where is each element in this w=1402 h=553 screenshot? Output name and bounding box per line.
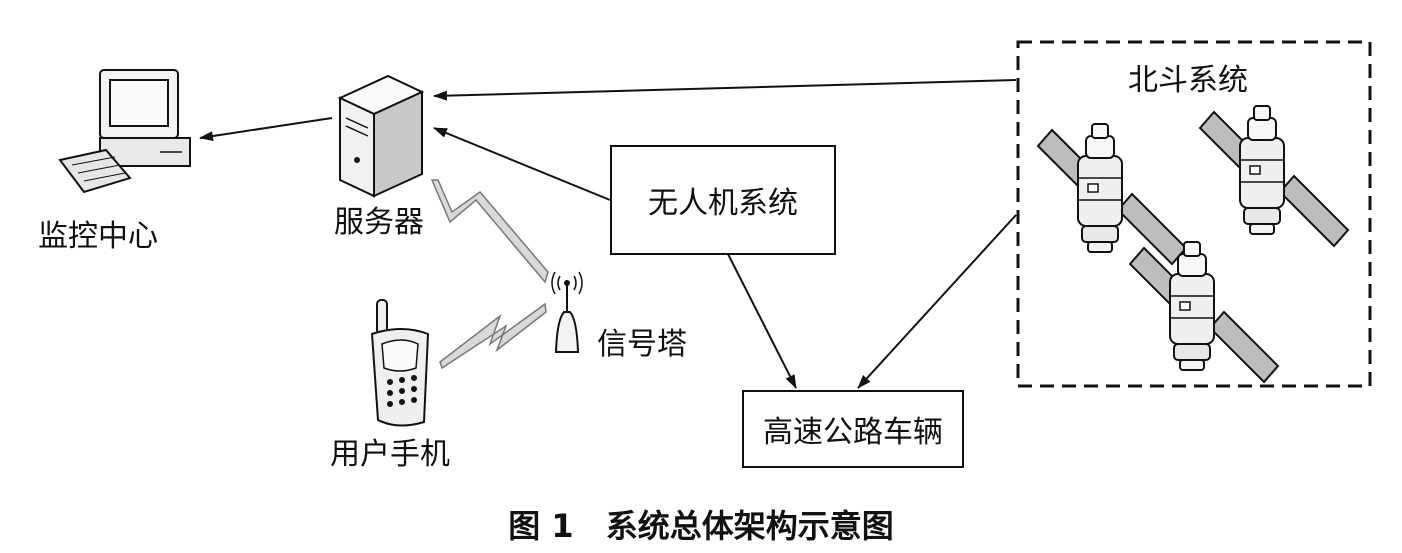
arrow-uav-to-server [433,127,611,201]
signal-tower-icon [551,271,583,353]
user-phone-label: 用户手机 [330,437,450,472]
computer-icon [58,69,191,194]
wireless-link-icon [430,179,549,284]
arrow-beidou-to-vehicle [857,214,1017,389]
server-icon [337,74,425,198]
uav-system-box: 无人机系统 [610,145,836,255]
satellite-icon [1129,241,1279,383]
arrow-uav-to-vehicle [727,253,797,389]
highway-vehicle-box: 高速公路车辆 [742,390,964,468]
arrow-beidou-to-server [433,79,1017,101]
beidou-system-container [1016,40,1372,388]
server-label: 服务器 [334,205,424,240]
arrow-server-to-monitor [199,117,333,141]
wireless-link-icon [439,302,547,370]
monitor-center-label: 监控中心 [38,219,158,254]
figure-caption: 图 1 系统总体架构示意图 [508,507,894,545]
signal-tower-label: 信号塔 [597,327,687,362]
satellite-icon [1037,123,1187,265]
beidou-system-label: 北斗系统 [1128,63,1248,98]
satellite-icon [1199,105,1349,247]
mobile-phone-icon [370,299,430,427]
